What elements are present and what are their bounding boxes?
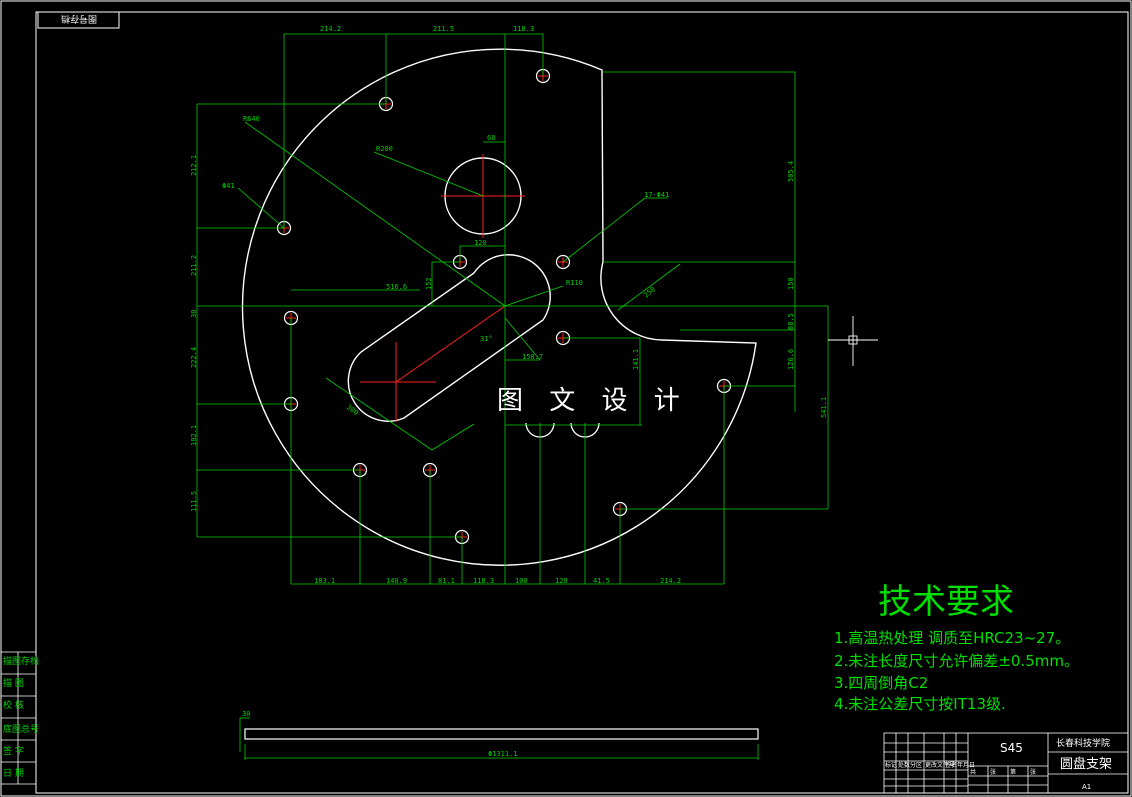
- dim-bottom-1: 183.1: [314, 577, 335, 585]
- archive-box-label: 图号存档: [61, 13, 97, 25]
- dim-holes: 17-Φ41: [644, 191, 669, 199]
- dim-right-1: 505.4: [787, 161, 795, 182]
- dim-left-4: 222.4: [190, 347, 198, 368]
- dim-120: 120: [474, 239, 487, 247]
- dim-left-6: 111.5: [190, 491, 198, 512]
- disc-outline: [241, 48, 757, 566]
- title-material: S45: [1000, 741, 1023, 755]
- dim-left-3: 38: [190, 310, 198, 318]
- slot-outline: [347, 254, 551, 422]
- tech-item-3: 3.四周倒角C2: [834, 674, 928, 692]
- tb-label-count: 处数: [898, 761, 910, 769]
- watermark: 图 文 设 计: [497, 386, 689, 416]
- dim-right-3: 88.5: [787, 313, 795, 330]
- side-strip: [1, 651, 36, 785]
- dim-bottom-8: 214.2: [660, 577, 681, 585]
- dim-right-4: 126.6: [787, 349, 795, 370]
- tech-item-2: 2.未注长度尺寸允许偏差±0.5mm。: [834, 652, 1079, 670]
- tb-label-mark: 标记: [885, 761, 897, 769]
- title-sheet-size: A1: [1082, 783, 1091, 791]
- dim-516: 516.6: [386, 283, 407, 291]
- tb-bottom-total: 共: [970, 768, 976, 776]
- dim-angle: 31°: [480, 335, 493, 343]
- side-label-base-number: 底图总号: [3, 723, 39, 735]
- dimension-lines: [196, 33, 829, 760]
- dim-bottom-4: 118.3: [473, 577, 494, 585]
- dim-r110: R110: [566, 279, 583, 287]
- tb-label-change-file: 更改文件号: [925, 761, 955, 769]
- centerlines: [360, 154, 525, 422]
- side-label-signature: 签 字: [3, 745, 24, 757]
- dim-300: 300: [345, 403, 360, 417]
- side-label-check: 校 核: [3, 699, 24, 711]
- side-label-date: 日 期: [3, 768, 24, 779]
- title-block: [883, 732, 1129, 794]
- mounting-hole: [555, 254, 571, 270]
- dim-r200: R200: [376, 145, 393, 153]
- title-school: 长春科技学院: [1056, 737, 1110, 749]
- title-part-name: 圆盘支架: [1060, 756, 1112, 772]
- tb-label-zone: 分区: [910, 761, 922, 769]
- dim-right-5: 541.1: [820, 397, 828, 418]
- tb-bottom-no: 第: [1010, 768, 1016, 776]
- archive-box: [37, 11, 120, 29]
- dim-thickness: 30: [242, 710, 250, 718]
- dim-top-3: 118.3: [513, 25, 534, 33]
- dim-141: 141.1: [632, 349, 640, 370]
- dim-bottom-3: 81.1: [438, 577, 455, 585]
- dim-top-1: 214.2: [320, 25, 341, 33]
- tech-title: 技术要求: [878, 582, 1014, 622]
- dim-left-2: 211.2: [190, 255, 198, 276]
- dim-250: 250: [642, 285, 657, 299]
- dim-60: 60: [487, 134, 495, 142]
- side-label-archive: 描图存档: [3, 655, 39, 667]
- dim-r640: R640: [243, 115, 260, 123]
- cursor-crosshair-icon: [828, 316, 878, 366]
- side-view-plate: [244, 728, 759, 740]
- dim-left-1: 212.1: [190, 155, 198, 176]
- dim-top-2: 211.5: [433, 25, 454, 33]
- tb-bottom-sheets: 张: [990, 768, 996, 776]
- tb-label-date: 年月日: [957, 761, 975, 769]
- dim-length: Φ1311.1: [488, 750, 518, 758]
- dim-bottom-6: 120: [555, 577, 568, 585]
- inner-frame: [35, 11, 1129, 794]
- dim-right-2: 150: [787, 277, 795, 290]
- dim-158: 158.7: [522, 353, 543, 361]
- side-label-trace: 描 图: [3, 677, 24, 689]
- tb-label-sign: 签名: [945, 761, 957, 769]
- tech-item-4: 4.未注公差尺寸按IT13级.: [834, 695, 1006, 713]
- dim-bottom-7: 41.5: [593, 577, 610, 585]
- dim-bottom-2: 140.9: [386, 577, 407, 585]
- dim-d41: Φ41: [222, 182, 235, 190]
- dim-152: 152: [425, 277, 433, 290]
- tb-bottom-sheet: 张: [1030, 768, 1036, 776]
- tech-item-1: 1.高温热处理 调质至HRC23~27。: [834, 629, 1070, 647]
- dim-left-5: 182.1: [190, 425, 198, 446]
- dim-bottom-5: 100: [515, 577, 528, 585]
